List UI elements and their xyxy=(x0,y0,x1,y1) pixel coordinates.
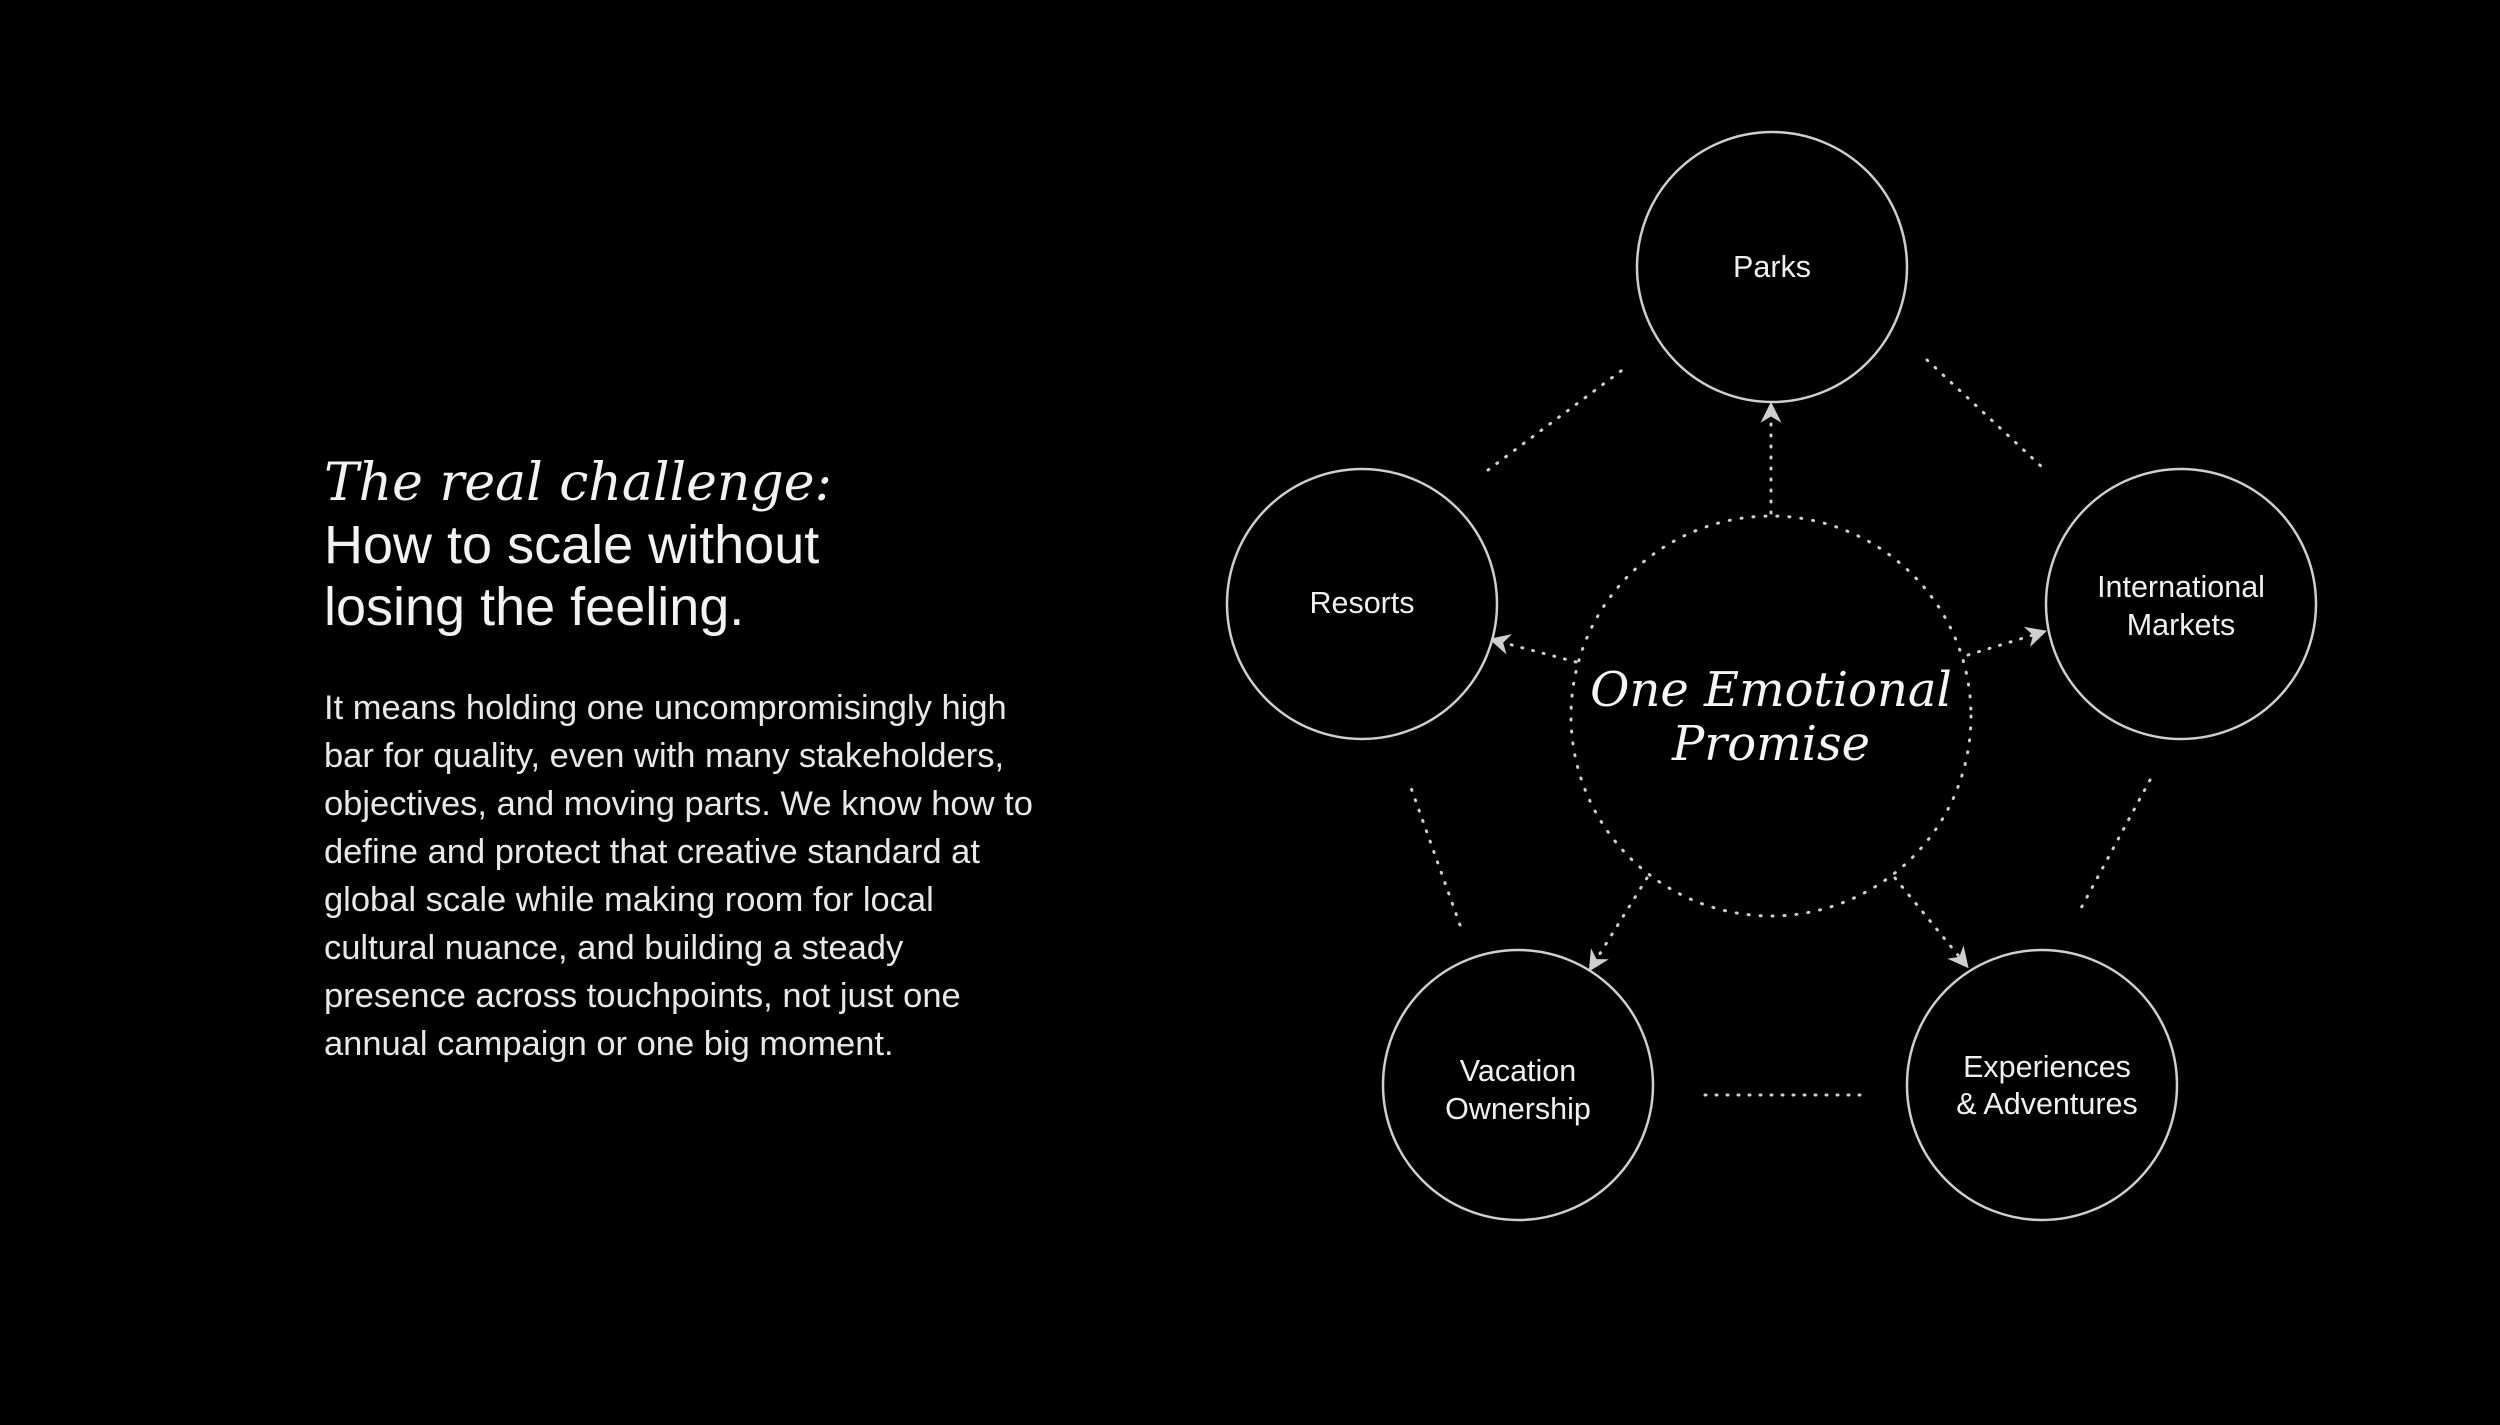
arrow-to-experiences xyxy=(1893,876,1969,969)
node-international-label-line2: Markets xyxy=(2127,608,2235,642)
node-experiences-circle xyxy=(1905,948,2179,1222)
node-vacation-ownership: Vacation Ownership xyxy=(1381,948,1655,1222)
link-vacation-resorts xyxy=(1408,783,1462,927)
link-parks-international xyxy=(1925,358,2045,470)
arrow-to-vacation xyxy=(1588,876,1649,972)
node-experiences-label-line1: Experiences xyxy=(1963,1050,2131,1084)
headline-italic: The real challenge: xyxy=(324,453,832,513)
node-experiences-label-line2: & Adventures xyxy=(1956,1087,2137,1121)
node-vacation-circle xyxy=(1381,948,1655,1222)
headline-line-1: How to scale without xyxy=(324,515,820,575)
node-resorts-circle xyxy=(1225,467,1499,741)
intro-text-block: The real challenge: How to scale without… xyxy=(324,452,1064,1068)
center-label-line1: One Emotional xyxy=(1590,662,1952,718)
center-dotted-circle xyxy=(1569,514,1973,918)
node-resorts-label: Resorts xyxy=(1309,586,1414,620)
node-parks-label: Parks xyxy=(1733,250,1811,284)
node-international-circle xyxy=(2044,467,2318,741)
node-parks-circle xyxy=(1635,130,1909,404)
node-vacation-label-line2: Ownership xyxy=(1445,1092,1591,1126)
headline: The real challenge: How to scale without… xyxy=(324,452,1064,638)
node-resorts: Resorts xyxy=(1225,467,1499,741)
link-resorts-parks xyxy=(1486,366,1627,472)
node-international-label-line1: International xyxy=(2097,570,2265,604)
node-international-markets: International Markets xyxy=(2044,467,2318,741)
arrow-to-international xyxy=(1966,626,2048,657)
body-paragraph: It means holding one uncompromisingly hi… xyxy=(324,689,1033,1063)
node-vacation-label-line1: Vacation xyxy=(1460,1054,1576,1088)
node-parks: Parks xyxy=(1635,130,1909,404)
node-experiences-adventures: Experiences & Adventures xyxy=(1905,948,2179,1222)
link-international-experiences xyxy=(2078,778,2152,912)
headline-line-2: losing the feeling. xyxy=(324,577,745,637)
center-label-line2: Promise xyxy=(1671,716,1870,772)
arrow-to-resorts xyxy=(1488,634,1578,664)
